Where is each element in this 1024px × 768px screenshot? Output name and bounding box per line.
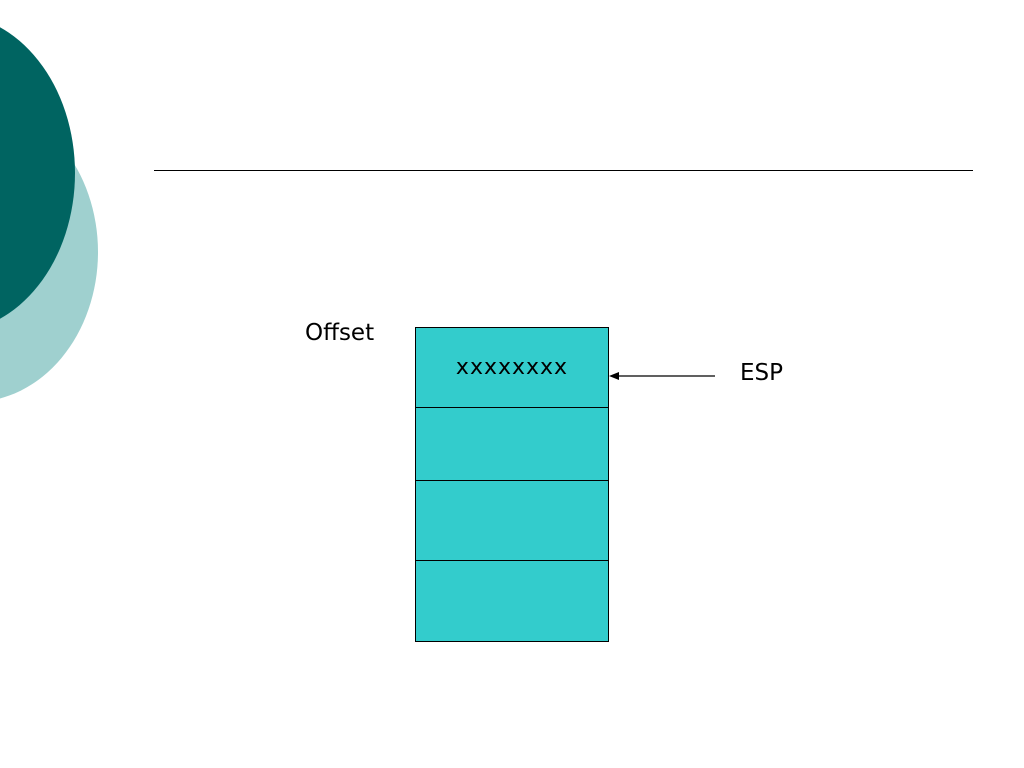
esp-label: ESP [740,360,784,386]
esp-pointer-arrow [609,372,715,380]
stack-diagram: xxxxxxxx [415,327,609,642]
arrow-head-icon [609,372,619,380]
stack-cell [416,408,608,481]
stack-cell [416,481,608,561]
title-divider [154,170,973,171]
stack-cell [416,561,608,641]
stack-cell: xxxxxxxx [416,328,608,408]
offset-label: Offset [305,320,375,346]
